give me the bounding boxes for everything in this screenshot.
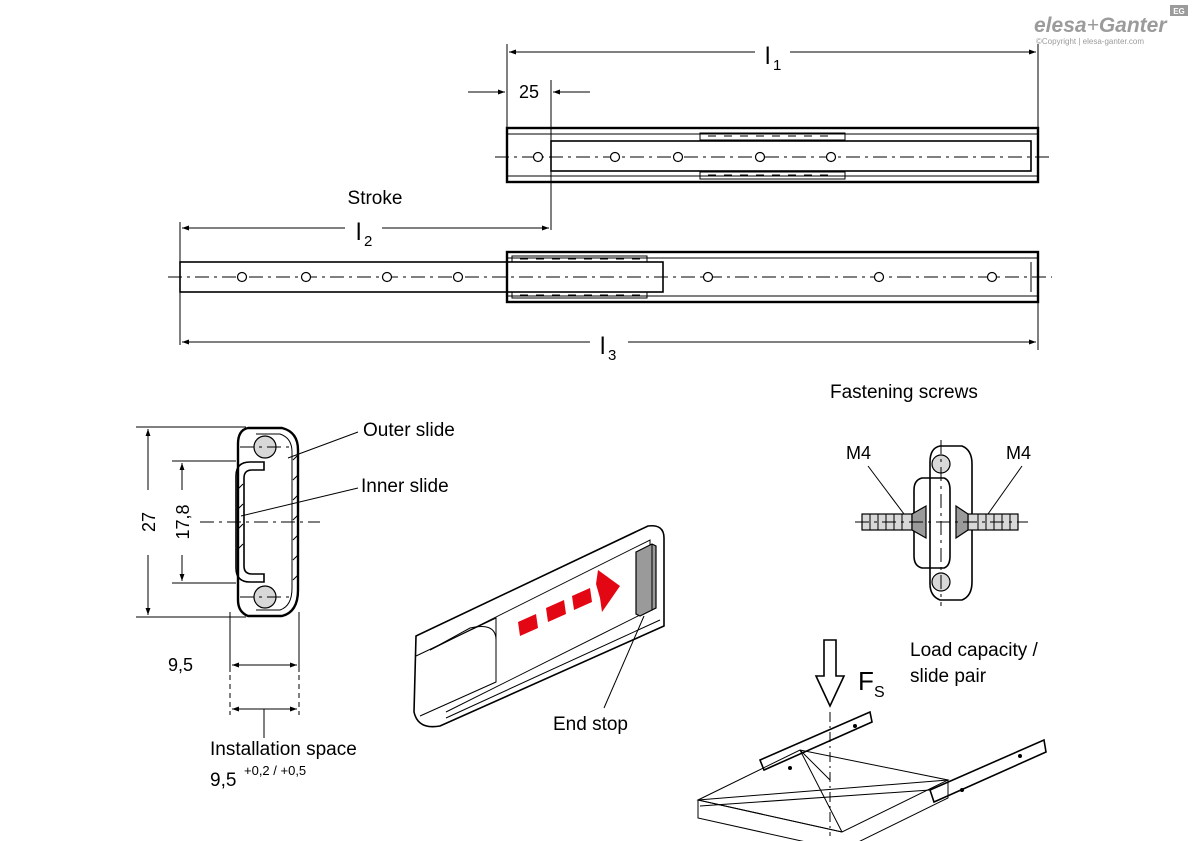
l2-letter: l <box>356 219 361 246</box>
l1-letter: l <box>765 43 770 70</box>
outer-slide-label: Outer slide <box>363 420 455 441</box>
brand-name-plus: + <box>1087 14 1099 37</box>
dimension-25: 25 <box>468 80 590 230</box>
dimension-l3: l 3 <box>182 302 1039 364</box>
brand-logo: elesa+Ganter EG ©Copyright | elesa-gante… <box>1034 5 1188 46</box>
end-stop-view: End stop <box>413 524 665 735</box>
l3-subscript: 3 <box>608 347 616 364</box>
height-total-label: 27 <box>139 512 159 532</box>
brand-badge: EG <box>1173 7 1185 16</box>
brand-copyright: ©Copyright | elesa-ganter.com <box>1036 37 1144 46</box>
cross-section: 27 17,8 Outer slide Inner slide 9,5 Inst… <box>136 420 455 791</box>
installation-value: 9,5 <box>210 770 236 791</box>
direction-arrows <box>518 570 620 636</box>
load-line2: slide pair <box>910 666 987 687</box>
screw-left-label: M4 <box>846 443 871 463</box>
load-capacity-view: F S Load capacity / slide pair <box>696 639 1047 841</box>
brand-name-left: elesa <box>1034 14 1087 37</box>
fastening-screws-view: Fastening screws M4 M4 <box>830 382 1031 606</box>
height-inner-label: 17,8 <box>173 504 193 539</box>
end-stop-label: End stop <box>553 714 628 735</box>
l2-subscript: 2 <box>364 233 372 250</box>
dimension-l2: Stroke l 2 <box>179 188 549 345</box>
offset-label: 25 <box>519 82 539 102</box>
slide-extended <box>168 250 1052 304</box>
stroke-label: Stroke <box>348 188 403 209</box>
inner-slide-label: Inner slide <box>361 476 449 497</box>
installation-tolerance: +0,2 / +0,5 <box>244 763 306 778</box>
l1-subscript: 1 <box>773 57 781 74</box>
top-slide-closed <box>495 126 1052 184</box>
force-subscript: S <box>874 684 885 701</box>
svg-text:elesa+Ganter: elesa+Ganter <box>1034 14 1168 37</box>
brand-name-right: Ganter <box>1099 14 1169 37</box>
extended-ball-cage <box>511 255 648 299</box>
force-letter: F <box>858 666 874 696</box>
load-line1: Load capacity / <box>910 640 1039 661</box>
fastening-screws-title: Fastening screws <box>830 382 978 403</box>
width-label: 9,5 <box>168 655 193 675</box>
screw-right-label: M4 <box>1006 443 1031 463</box>
l3-letter: l <box>600 333 605 360</box>
installation-space-label: Installation space <box>210 739 357 760</box>
dimension-l1: l 1 <box>506 43 1039 128</box>
brand-badge-box <box>1170 5 1188 16</box>
top-ball-cage <box>699 132 846 180</box>
